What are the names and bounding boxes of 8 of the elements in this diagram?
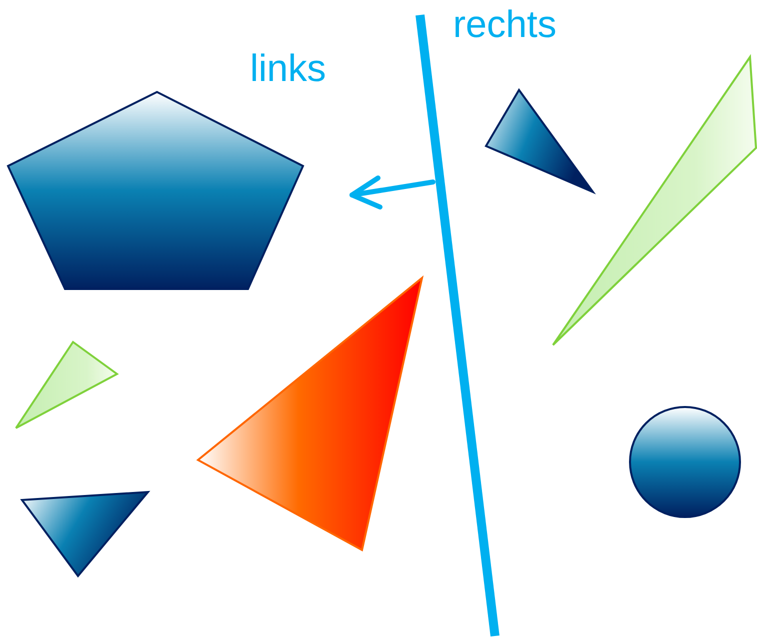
triangle bbox=[196, 275, 424, 552]
pentagon bbox=[6, 90, 304, 290]
circle bbox=[629, 406, 741, 518]
side-label: links bbox=[250, 50, 326, 88]
triangle bbox=[484, 88, 596, 194]
triangle bbox=[15, 340, 119, 429]
side-label: rechts bbox=[453, 6, 556, 44]
triangle bbox=[20, 490, 150, 578]
